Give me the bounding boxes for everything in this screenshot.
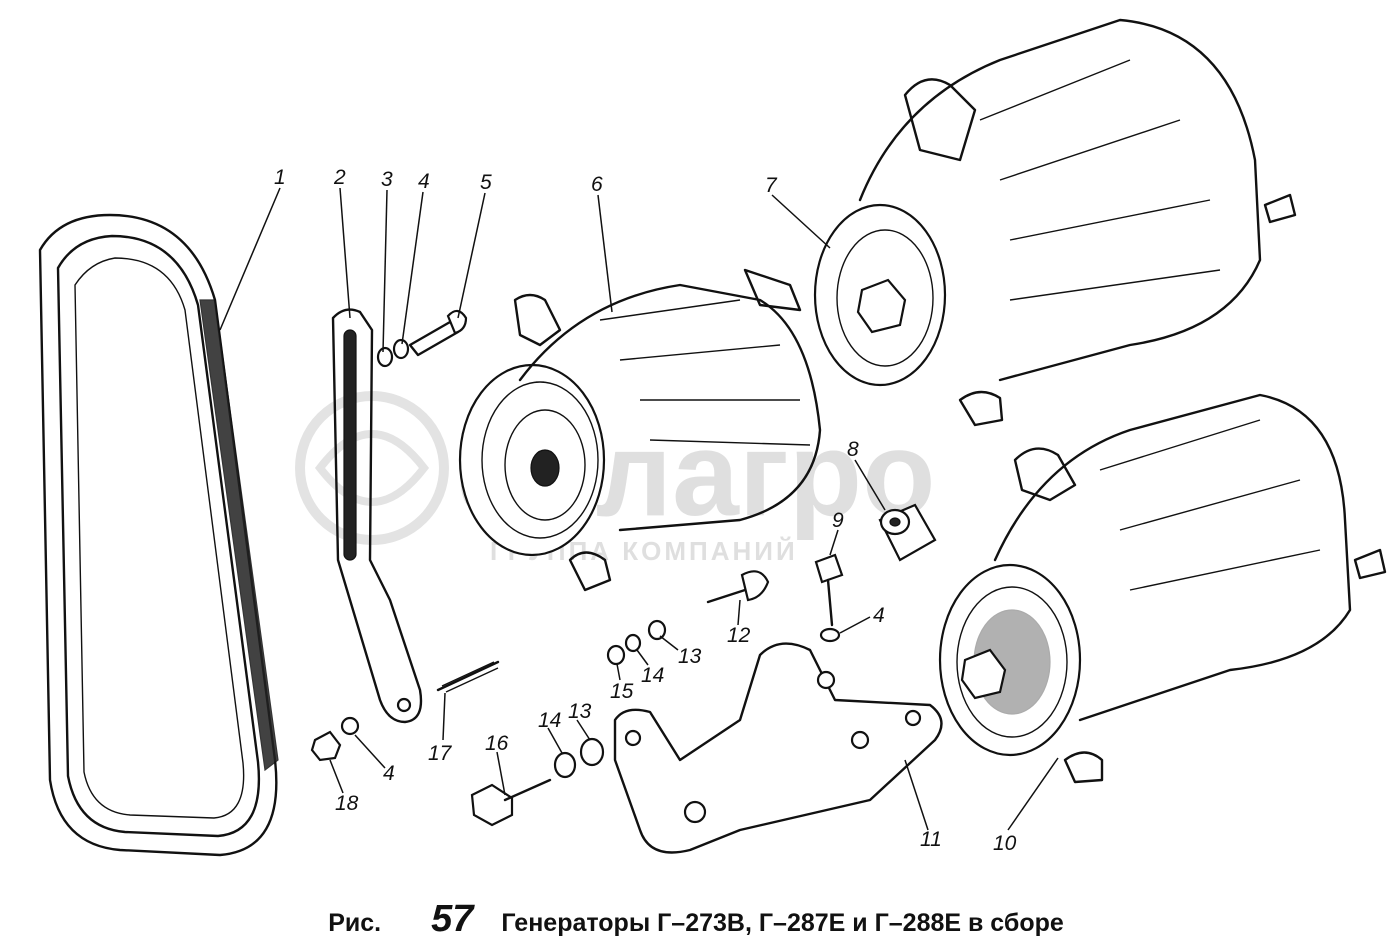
leader-lines xyxy=(219,187,1059,831)
callout-13-lower: 13 xyxy=(568,700,592,723)
part-belt xyxy=(38,213,279,857)
callout-14-upper: 14 xyxy=(641,664,664,687)
callout-16: 16 xyxy=(485,732,509,755)
callout-2: 2 xyxy=(333,166,346,189)
caption-figure-number: 57 xyxy=(431,898,474,940)
part-bolt-washers-lower xyxy=(470,737,605,827)
part-washers-bolt-upper xyxy=(376,309,468,368)
callout-15: 15 xyxy=(610,680,634,703)
callout-4-lower: 4 xyxy=(383,762,395,785)
callout-4-upper: 4 xyxy=(418,170,430,193)
callout-labels: 1 2 3 4 5 6 7 8 9 4 12 13 14 15 17 16 14… xyxy=(274,166,1017,855)
part-nut-washer-lower xyxy=(310,716,360,762)
callout-13-upper: 13 xyxy=(678,645,702,668)
part-generator-g288e xyxy=(938,393,1387,784)
callout-14-lower: 14 xyxy=(538,709,561,732)
figure-caption: Рис. 57 Генераторы Г–273В, Г–287Е и Г–28… xyxy=(0,898,1392,948)
callout-6: 6 xyxy=(591,173,603,196)
callout-8: 8 xyxy=(847,438,859,461)
part-generator-g273v xyxy=(458,268,822,592)
callout-5: 5 xyxy=(480,171,492,194)
part-spacer-bushing xyxy=(878,503,937,562)
callout-7: 7 xyxy=(765,174,778,197)
watermark: белагро ГРУППА КОМПАНИЙ xyxy=(295,391,935,566)
part-stud xyxy=(436,660,500,693)
part-bolts-middle xyxy=(706,553,844,643)
callout-10: 10 xyxy=(993,832,1017,855)
callout-12: 12 xyxy=(727,624,751,647)
callout-1: 1 xyxy=(274,166,286,189)
part-tension-strap xyxy=(331,308,423,724)
caption-title: Генераторы Г–273В, Г–287Е и Г–288Е в сбо… xyxy=(501,909,1064,937)
callout-17: 17 xyxy=(428,742,453,765)
callout-3: 3 xyxy=(381,168,393,191)
callout-18: 18 xyxy=(335,792,359,815)
part-washers-nut-upper-group xyxy=(606,619,667,666)
caption-prefix: Рис. xyxy=(328,909,382,937)
part-mounting-bracket xyxy=(613,642,943,854)
callout-11: 11 xyxy=(920,828,942,851)
callout-9: 9 xyxy=(832,509,844,532)
callout-4-middle: 4 xyxy=(873,604,885,627)
part-generator-g287e xyxy=(813,18,1297,427)
